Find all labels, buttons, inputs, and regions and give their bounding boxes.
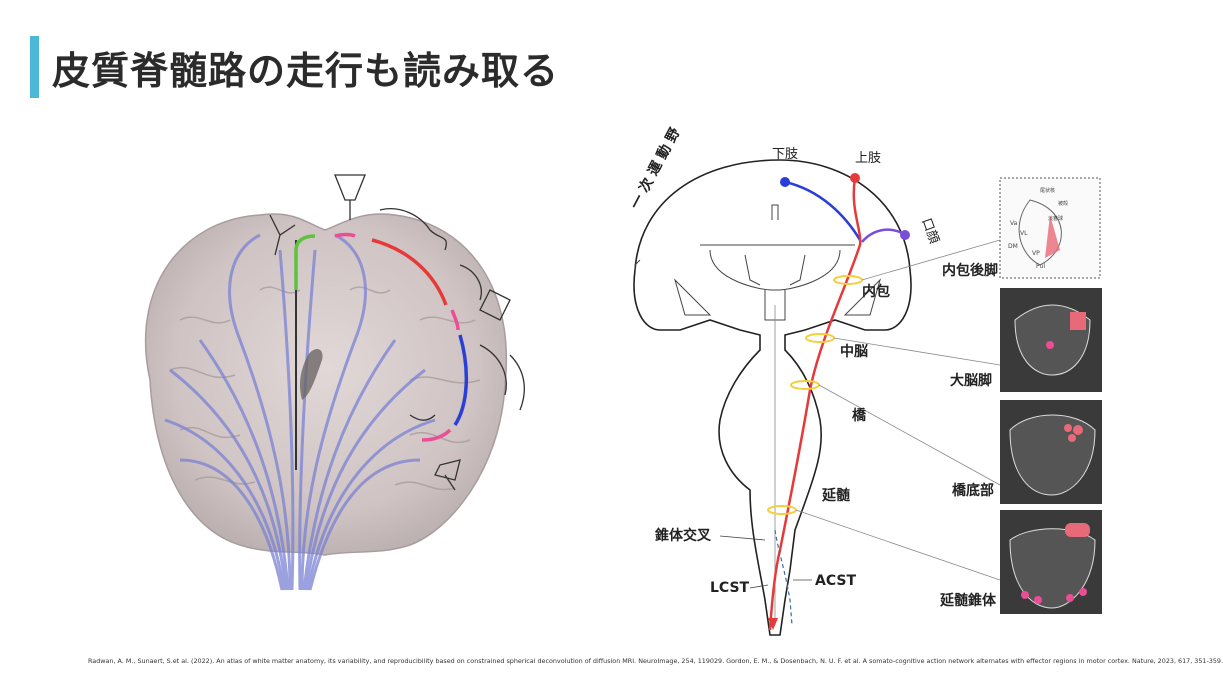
pink-strip-bottom <box>421 428 452 442</box>
blue-strip <box>453 334 469 426</box>
leader-lines <box>795 239 1001 581</box>
medulla-label: 延髄 <box>821 487 851 504</box>
face-label: 口顔 <box>918 216 941 246</box>
face-tract <box>861 228 906 243</box>
inset-vp: VP <box>1032 250 1040 257</box>
plic-label: 内包後脚 <box>942 262 998 279</box>
pink-strip-mid <box>450 309 460 331</box>
basilar-pons-label: 橋底部 <box>952 482 994 499</box>
inset-plic: Va VL DM VP Pul 尾状核 被殻 淡蒼球 <box>999 177 1101 279</box>
pink-strip-top <box>334 232 356 238</box>
green-strip <box>294 234 316 290</box>
title-accent-bar <box>30 36 39 98</box>
acst-dashed <box>774 529 793 626</box>
corticospinal-pathway-figure: 一 次 運 動 野 下肢 上肢 口顔 内包 中脳 橋 延髄 錐体交叉 LCST … <box>627 125 1102 636</box>
inset-basilar-pons <box>1000 400 1102 504</box>
pons-label: 橋 <box>852 407 867 424</box>
inset-va: Va <box>1010 220 1018 227</box>
lower-limb-label: 下肢 <box>772 146 798 162</box>
brain-outline <box>633 159 912 636</box>
inset-putamen: 被殻 <box>1058 200 1068 207</box>
brain-tractography-figure <box>144 174 525 591</box>
lcst-label: LCST <box>710 580 750 596</box>
inset-medullary-pyramid <box>1000 510 1102 614</box>
inset-vl: VL <box>1020 230 1028 237</box>
inset-pul: Pul <box>1036 263 1045 270</box>
inset-peduncle <box>1000 288 1102 392</box>
midbrain-label: 中脳 <box>840 343 868 360</box>
citation: Radwan, A. M., Sunaert, S.et al. (2022).… <box>88 657 1223 665</box>
peduncle-label: 大脳脚 <box>950 372 992 389</box>
gyri-lines <box>169 286 481 491</box>
corticospinal-tract <box>768 177 862 631</box>
red-strip <box>371 238 448 306</box>
internal-capsule-label: 内包 <box>862 283 890 300</box>
right-tract-fibres <box>298 233 436 591</box>
acst-label: ACST <box>815 573 856 589</box>
homunculus-sketches <box>269 174 525 491</box>
left-tract-fibres <box>164 233 295 591</box>
inset-caudate: 尾状核 <box>1040 187 1055 194</box>
decussation-label: 錐体交叉 <box>655 527 712 544</box>
page-title: 皮質脊髄路の走行も読み取る <box>52 49 560 93</box>
upper-limb-label: 上肢 <box>855 150 881 166</box>
medullary-pyramid-label: 延髄錐体 <box>939 592 997 609</box>
lower-limb-tract <box>784 180 862 241</box>
inset-dm: DM <box>1008 243 1018 250</box>
tract-arrowhead <box>768 618 778 630</box>
insula-shape <box>300 348 323 400</box>
inset-pallidum: 淡蒼球 <box>1048 215 1063 222</box>
